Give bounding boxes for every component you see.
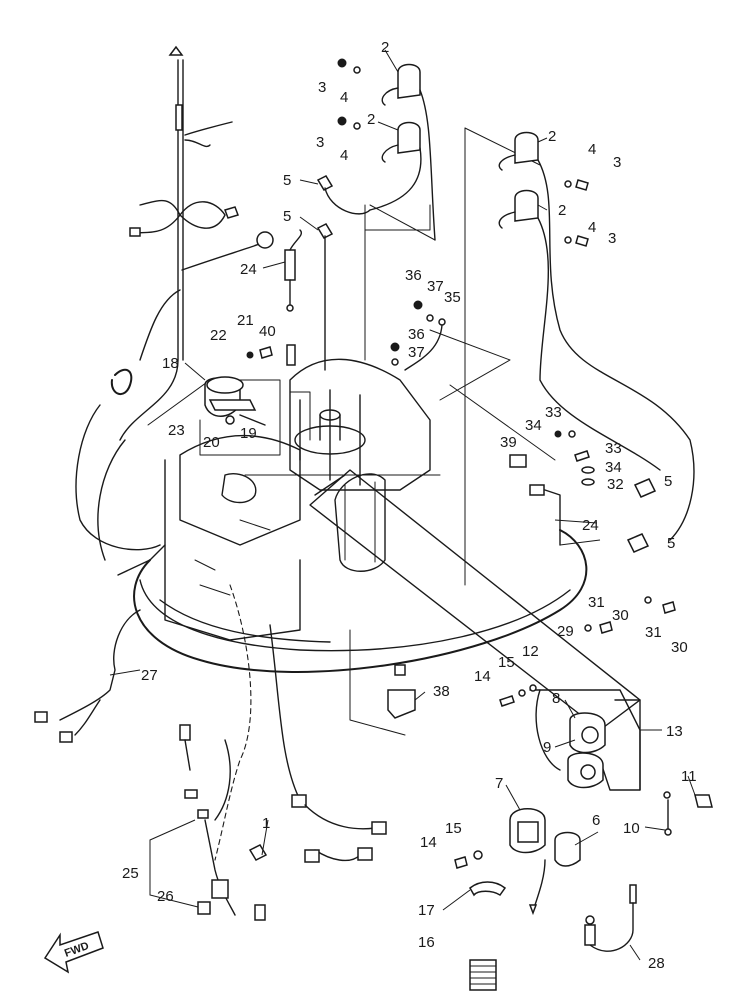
callout-3: 3 [613, 154, 621, 171]
callout-23: 23 [168, 422, 185, 439]
callout-3: 3 [608, 230, 616, 247]
screw-washer-set [337, 58, 589, 247]
callout-18: 18 [162, 355, 179, 372]
callout-25: 25 [122, 865, 139, 882]
callout-5: 5 [283, 208, 291, 225]
callout-31: 31 [645, 624, 662, 641]
spark-plug-caps-5 [316, 175, 657, 553]
callout-5: 5 [664, 473, 672, 490]
callout-labels: 2 3 4 2 3 4 2 4 3 2 4 3 5 5 24 36 37 35 … [122, 39, 697, 972]
callout-13: 13 [666, 723, 683, 740]
callout-34: 34 [605, 459, 622, 476]
callout-19: 19 [240, 425, 257, 442]
callout-20: 20 [203, 434, 220, 451]
callout-2: 2 [367, 111, 375, 128]
callout-12: 12 [522, 643, 539, 660]
arrow-fwd-icon [43, 931, 104, 974]
callout-28: 28 [648, 955, 665, 972]
callout-32: 32 [607, 476, 624, 493]
ignition-coil-bracket [529, 684, 641, 791]
callout-24: 24 [240, 261, 257, 278]
callout-30: 30 [612, 607, 629, 624]
callout-3: 3 [316, 134, 324, 151]
callout-11: 11 [681, 768, 697, 785]
callout-2: 2 [381, 39, 389, 56]
plug-cap-group [369, 63, 695, 541]
callout-31: 31 [588, 594, 605, 611]
leader-lines [109, 49, 696, 961]
callout-36: 36 [405, 267, 422, 284]
bottom-cowling [117, 529, 588, 673]
callout-37: 37 [408, 344, 425, 361]
plug-cap[interactable] [381, 63, 436, 241]
callout-3: 3 [318, 79, 326, 96]
sensor-24-upper[interactable] [284, 229, 302, 312]
callout-9: 9 [543, 739, 551, 756]
callout-24: 24 [582, 517, 599, 534]
callout-15: 15 [445, 820, 462, 837]
callout-39: 39 [500, 434, 517, 451]
callout-35: 35 [444, 289, 461, 306]
callout-14: 14 [420, 834, 437, 851]
callout-30: 30 [671, 639, 688, 656]
small-parts [387, 300, 713, 991]
callout-26: 26 [157, 888, 174, 905]
plug-cap[interactable] [369, 121, 422, 211]
callout-36: 36 [408, 326, 425, 343]
callout-4: 4 [340, 89, 348, 106]
wire-harness-lower [34, 404, 387, 921]
callout-33: 33 [605, 440, 622, 457]
callout-33: 33 [545, 404, 562, 421]
callout-21: 21 [237, 312, 254, 329]
callout-5: 5 [283, 172, 291, 189]
callout-22: 22 [210, 327, 227, 344]
assembly-guide-lines [244, 127, 556, 736]
callout-6: 6 [592, 812, 600, 829]
callout-14: 14 [474, 668, 491, 685]
callout-17: 17 [418, 902, 435, 919]
callout-10: 10 [623, 820, 640, 837]
callout-29: 29 [557, 623, 574, 640]
callout-34: 34 [525, 417, 542, 434]
plug-cap[interactable] [498, 189, 661, 471]
wire-harness-left [110, 45, 274, 441]
callout-2: 2 [548, 128, 556, 145]
callout-7: 7 [495, 775, 503, 792]
callout-16: 16 [418, 934, 435, 951]
fwd-badge: FWD [43, 931, 104, 974]
callout-4: 4 [340, 147, 348, 164]
callout-2: 2 [558, 202, 566, 219]
callout-37: 37 [427, 278, 444, 295]
callout-1: 1 [262, 815, 270, 832]
relay-assembly [147, 344, 296, 456]
callout-40: 40 [259, 323, 276, 340]
callout-4: 4 [588, 141, 596, 158]
callout-15: 15 [498, 654, 515, 671]
callout-5: 5 [667, 535, 675, 552]
callout-27: 27 [141, 667, 158, 684]
callout-38: 38 [433, 683, 450, 700]
plug-cap[interactable] [498, 131, 695, 541]
callout-8: 8 [552, 690, 560, 707]
callout-4: 4 [588, 219, 596, 236]
